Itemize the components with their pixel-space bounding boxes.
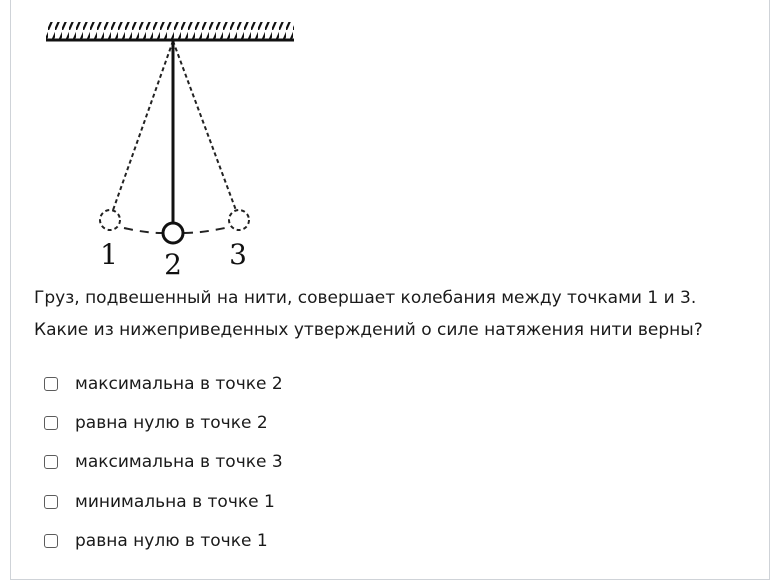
answer-option-5[interactable]: равна нулю в точке 1 <box>44 521 283 560</box>
checkbox-5[interactable] <box>44 533 58 548</box>
checkbox-4[interactable] <box>44 494 58 509</box>
checkbox-2[interactable] <box>44 415 58 430</box>
answer-option-1[interactable]: максимальна в точке 2 <box>44 364 283 403</box>
bob-position-2 <box>161 221 185 245</box>
string-to-point-1 <box>111 40 174 214</box>
point-label-3: 3 <box>229 238 247 271</box>
bob-position-1 <box>99 209 121 231</box>
answer-options: максимальна в точке 2 равна нулю в точке… <box>44 364 283 560</box>
bob-position-3 <box>228 209 250 231</box>
ceiling-support <box>46 22 294 42</box>
answer-label-1: максимальна в точке 2 <box>75 373 283 394</box>
answer-option-3[interactable]: максимальна в точке 3 <box>44 443 283 482</box>
point-label-2: 2 <box>164 248 182 280</box>
answer-label-2: равна нулю в точке 2 <box>75 412 268 433</box>
question-text: Груз, подвешенный на нити, совершает кол… <box>34 282 754 346</box>
checkbox-1[interactable] <box>44 376 58 391</box>
string-to-point-3 <box>172 40 238 214</box>
answer-label-4: минимальна в точке 1 <box>75 491 275 512</box>
swing-arc-left <box>123 227 163 234</box>
swing-arc-right <box>183 227 226 234</box>
answer-label-3: максимальна в точке 3 <box>75 452 283 473</box>
pendulum-figure: 1 2 3 <box>46 22 294 280</box>
point-label-1: 1 <box>100 238 118 271</box>
answer-option-2[interactable]: равна нулю в точке 2 <box>44 403 283 442</box>
question-line-2: Какие из нижеприведенных утверждений о с… <box>34 320 703 340</box>
question-card: 1 2 3 Груз, подвешенный на нити, соверша… <box>10 0 770 580</box>
question-line-1: Груз, подвешенный на нити, совершает кол… <box>34 288 697 308</box>
answer-option-4[interactable]: минимальна в точке 1 <box>44 482 283 521</box>
answer-label-5: равна нулю в точке 1 <box>75 530 268 551</box>
checkbox-3[interactable] <box>44 455 58 470</box>
